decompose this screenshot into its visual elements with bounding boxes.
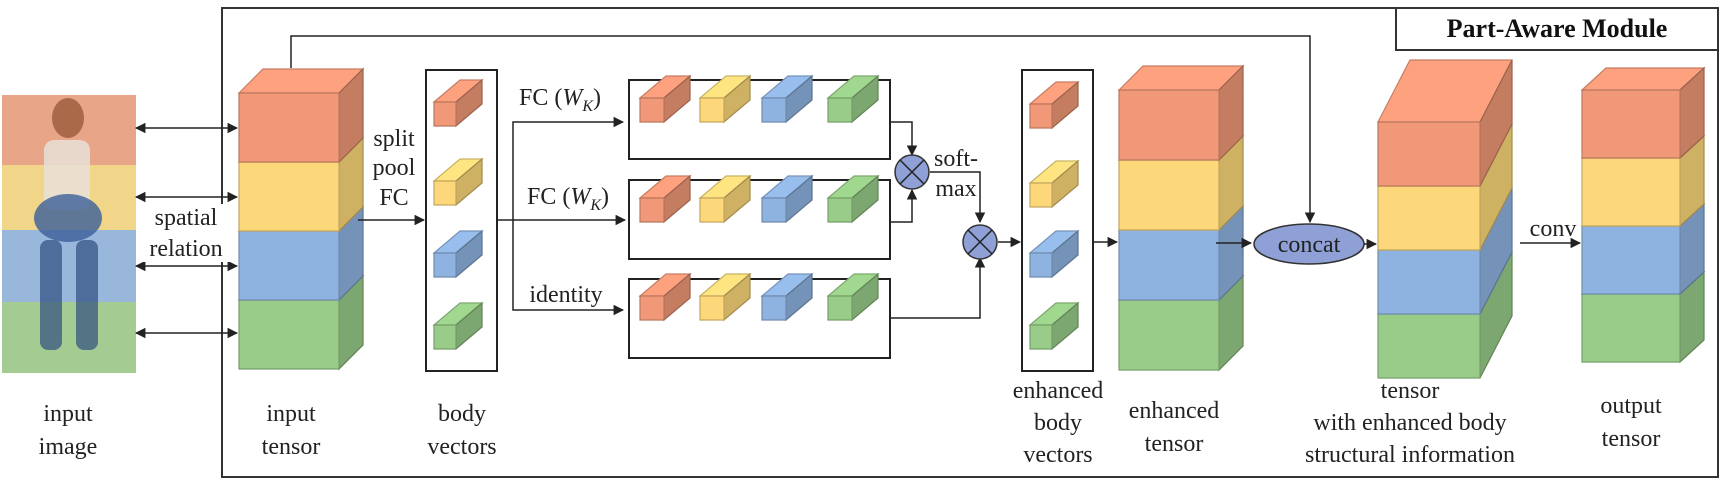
input-tensor-label-2: tensor <box>262 434 321 460</box>
output-tensor-label-1: output <box>1600 393 1662 419</box>
enhanced-tensor-label-2: tensor <box>1145 431 1204 457</box>
body-vectors-vec-2-front <box>433 252 457 278</box>
branch-2-cube-3-front <box>827 295 853 321</box>
branch-box-query <box>628 79 891 160</box>
enhanced-tensor-layer-1-front <box>1118 159 1220 231</box>
body-vectors-vec-3-front <box>433 324 457 350</box>
split-label: split <box>373 126 415 152</box>
branch-0-cube-1-front <box>699 97 725 123</box>
input-tensor-layer-2-front <box>238 230 340 301</box>
skip-connection <box>290 35 1316 224</box>
enhanced-vectors-vec-2-front <box>1029 252 1053 278</box>
output-tensor-layer-3-front <box>1581 293 1681 363</box>
branch-1-cube-3-front <box>827 197 853 223</box>
enhanced-body-vectors <box>1028 80 1080 351</box>
struct-tensor-label-2: with enhanced body <box>1313 410 1506 436</box>
branch-0-cube-0-front <box>639 97 665 123</box>
enhanced-vectors-vec-3-front <box>1029 324 1053 350</box>
spatial-relation-arrows <box>134 122 239 339</box>
conv-label: conv <box>1530 216 1577 242</box>
body-vectors <box>432 78 484 351</box>
branch-2-cube-0-front <box>639 295 665 321</box>
module-title-box <box>1395 7 1719 51</box>
branch-2-cube-2-front <box>761 295 787 321</box>
enhanced-tensor-layer-3-front <box>1118 299 1220 371</box>
output-tensor-layer-0-front <box>1581 89 1681 159</box>
input-tensor <box>237 67 365 371</box>
input-tensor-layer-3-front <box>238 299 340 370</box>
concat-node: concat <box>1253 223 1365 265</box>
branch-0-cube-2-front <box>761 97 787 123</box>
branch-1-cube-0-front <box>639 197 665 223</box>
enhanced-vectors-vec-1-front <box>1029 182 1053 208</box>
struct-tensor-label-1: tensor <box>1381 378 1440 404</box>
spatial-relation-label-2: relation <box>149 236 222 262</box>
output-tensor-layer-1-front <box>1581 157 1681 227</box>
enhanced-body-vectors-label-1: enhanced <box>1013 378 1104 404</box>
fc-label: FC <box>379 185 408 211</box>
struct-tensor-layer-1-front <box>1377 185 1481 251</box>
body-vectors-label-2: vectors <box>427 434 496 460</box>
input-image-label-2: image <box>39 434 98 460</box>
struct-tensor-layer-3-front <box>1377 313 1481 379</box>
enhanced-tensor-label-1: enhanced <box>1129 398 1220 424</box>
struct-tensor <box>1377 59 1513 379</box>
softmax-label-2: max <box>935 176 976 202</box>
enhanced-body-vectors-label-3: vectors <box>1023 442 1092 468</box>
op-connections <box>890 121 1022 319</box>
input-tensor-layer-1-front <box>238 161 340 232</box>
body-vectors-label-1: body <box>438 401 486 427</box>
branch-cubes <box>638 74 880 322</box>
pool-label: pool <box>373 155 416 181</box>
enhanced-tensor-layer-2-front <box>1118 229 1220 301</box>
input-image-label-1: input <box>43 401 93 427</box>
output-tensor-layer-2-front <box>1581 225 1681 295</box>
output-tensor <box>1580 66 1706 364</box>
input-tensor-layer-0-front <box>238 92 340 163</box>
multiply-op-1 <box>894 154 930 190</box>
body-vectors-vec-0-front <box>433 101 457 127</box>
branch-1-cube-1-front <box>699 197 725 223</box>
branch-0-cube-3-front <box>827 97 853 123</box>
enhanced-body-vectors-box <box>1021 69 1094 372</box>
branch-box-key <box>628 179 891 260</box>
enhanced-tensor-layer-0-front <box>1118 89 1220 161</box>
output-tensor-label-2: tensor <box>1602 426 1661 452</box>
branch-lines <box>497 116 627 316</box>
enhanced-tensor <box>1117 64 1245 372</box>
input-image <box>2 95 136 373</box>
fc-wk-label-1: FC (WK) <box>519 85 601 115</box>
fc-wk-label-2: FC (WK) <box>527 184 609 214</box>
softmax-label-1: soft- <box>934 146 978 172</box>
identity-label: identity <box>529 282 602 308</box>
body-vectors-vec-1-front <box>433 180 457 206</box>
concat-label: concat <box>1278 232 1341 258</box>
branch-1-cube-2-front <box>761 197 787 223</box>
module-title: Part-Aware Module <box>1447 14 1668 43</box>
input-tensor-label-1: input <box>266 401 316 427</box>
branch-2-cube-1-front <box>699 295 725 321</box>
struct-tensor-label-3: structural information <box>1305 442 1515 468</box>
struct-tensor-layer-2-front <box>1377 249 1481 315</box>
enhanced-body-vectors-label-2: body <box>1034 410 1082 436</box>
enhanced-vectors-vec-0-front <box>1029 103 1053 129</box>
spatial-relation-label-1: spatial <box>155 205 218 231</box>
struct-tensor-layer-0-front <box>1377 121 1481 187</box>
multiply-op-2 <box>962 224 998 260</box>
